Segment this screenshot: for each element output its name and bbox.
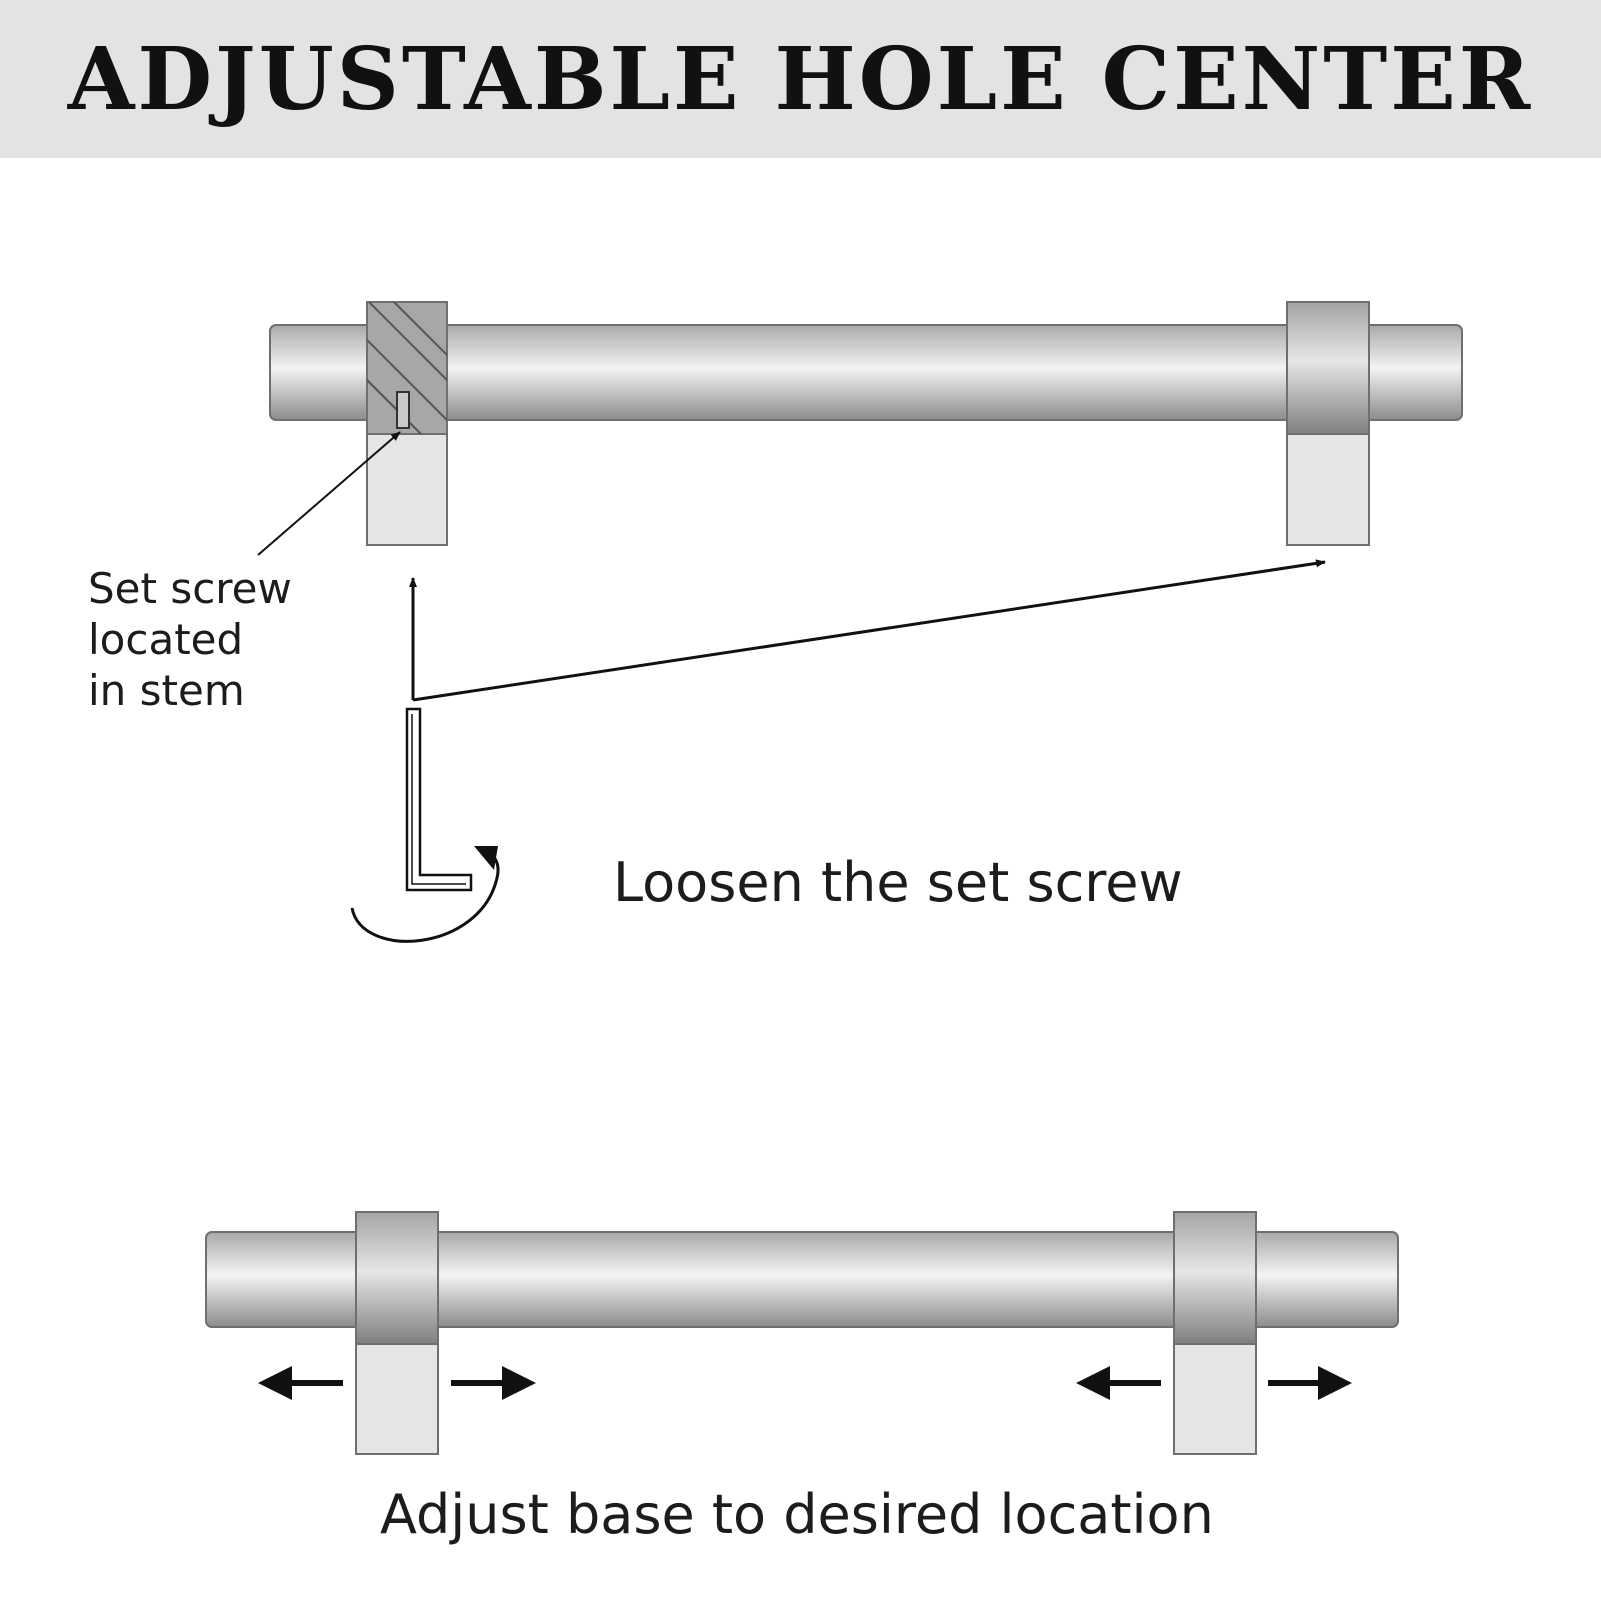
callout-line: located <box>88 615 244 664</box>
diagonal-arrow <box>412 559 1326 702</box>
left-arrow-icon <box>258 1366 343 1400</box>
left-base-lower <box>355 1343 439 1455</box>
loosen-instruction: Loosen the set screw <box>613 851 1183 914</box>
rotate-arrow-icon <box>350 846 500 943</box>
right-base-collar <box>1173 1211 1257 1345</box>
right-arrow-icon <box>451 1366 536 1400</box>
set-screw <box>396 391 410 429</box>
hex-key-icon <box>405 707 473 892</box>
bottom-bar <box>205 1231 1399 1328</box>
bottom-handle <box>205 1211 1399 1455</box>
section-hatching <box>367 302 447 434</box>
left-stem-lower <box>366 433 448 546</box>
top-bar <box>269 324 1463 421</box>
callout-leader <box>257 431 401 556</box>
top-handle <box>269 301 1463 546</box>
header-banner <box>0 0 1601 158</box>
left-arrow-icon <box>1076 1366 1161 1400</box>
adjust-instruction: Adjust base to desired location <box>380 1483 1214 1546</box>
page-title: ADJUSTABLE HOLE CENTER <box>67 28 1534 130</box>
callout-line: in stem <box>88 666 245 715</box>
right-base-lower <box>1173 1343 1257 1455</box>
set-screw-callout: Set screw located in stem <box>88 563 292 716</box>
left-base-collar <box>355 1211 439 1345</box>
right-stem-lower <box>1286 433 1370 546</box>
right-arrow-icon <box>1268 1366 1352 1400</box>
right-collar <box>1286 301 1370 435</box>
callout-line: Set screw <box>88 564 292 613</box>
